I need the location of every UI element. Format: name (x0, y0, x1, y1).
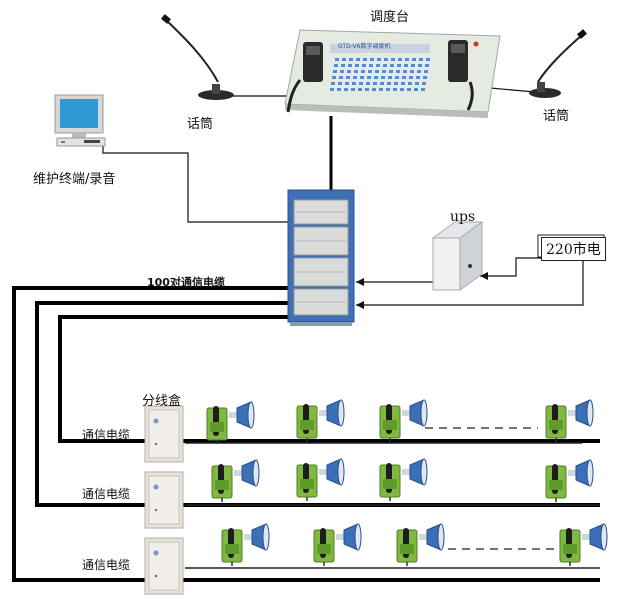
telephone-with-speaker-icon (396, 523, 445, 566)
trunk-cable-row1 (58, 315, 600, 443)
mic-right-label: 话筒 (543, 109, 570, 124)
junction-box-row2 (144, 471, 184, 529)
branch-cable-label-1: 通信电缆 (82, 428, 131, 442)
console-handset-right-icon (448, 40, 474, 111)
mic-left-label: 话筒 (187, 117, 214, 132)
telephone-with-speaker-icon (559, 523, 608, 566)
phone-units (206, 399, 608, 566)
telephone-with-speaker-icon (206, 401, 255, 444)
ups-icon (431, 221, 484, 291)
terminal-to-cabinet-line (102, 140, 295, 223)
telephone-with-speaker-icon (313, 523, 362, 566)
dispatch-console (284, 29, 501, 118)
console-panel-label: GTD-V6数字调度机 (338, 43, 391, 50)
ups-label: ups (450, 209, 476, 225)
telephone-with-speaker-icon (379, 458, 428, 501)
console-name-plate (330, 44, 430, 53)
mains-to-ups-line (480, 257, 562, 277)
trunk-cable-label: 100对通信电缆 (147, 276, 225, 289)
console-handset-left-icon (286, 42, 323, 113)
junction-box-label: 分线盒 (142, 394, 182, 409)
branch-row-3 (185, 548, 600, 569)
mains-ups-arrow-icon (480, 272, 488, 280)
maintenance-terminal-icon (54, 94, 106, 147)
telephone-with-speaker-icon (211, 459, 260, 502)
mains-to-cabinet-line (356, 258, 584, 306)
console-key-grid (330, 58, 430, 91)
telephone-with-speaker-icon (296, 458, 345, 501)
microphone-right-icon (529, 29, 587, 98)
microphone-left-icon (161, 14, 234, 100)
mains-label: 220市电 (541, 237, 606, 261)
telephone-with-speaker-icon (545, 459, 594, 502)
switch-cabinet (287, 189, 355, 326)
junction-box-row3 (144, 537, 184, 595)
telephone-with-speaker-icon (379, 399, 428, 442)
console-label: 调度台 (370, 10, 410, 25)
branch-cable-label-3: 通信电缆 (82, 558, 131, 572)
mains-arrow-icon (356, 301, 364, 309)
junction-box-row1 (144, 405, 184, 463)
ups-arrow-icon (356, 278, 364, 286)
branch-cable-label-2: 通信电缆 (82, 487, 131, 501)
branch-row-1 (185, 427, 582, 444)
telephone-with-speaker-icon (296, 399, 345, 442)
console-emblem-icon (473, 41, 479, 47)
thin-connections (102, 87, 584, 306)
trunk-cable-row2 (35, 301, 600, 507)
mic-right-cable (489, 87, 536, 93)
telephone-with-speaker-icon (221, 523, 270, 566)
terminal-label: 维护终端/录音 (33, 172, 116, 187)
trunk-cable-row3 (12, 286, 600, 582)
telephone-with-speaker-icon (545, 399, 594, 442)
